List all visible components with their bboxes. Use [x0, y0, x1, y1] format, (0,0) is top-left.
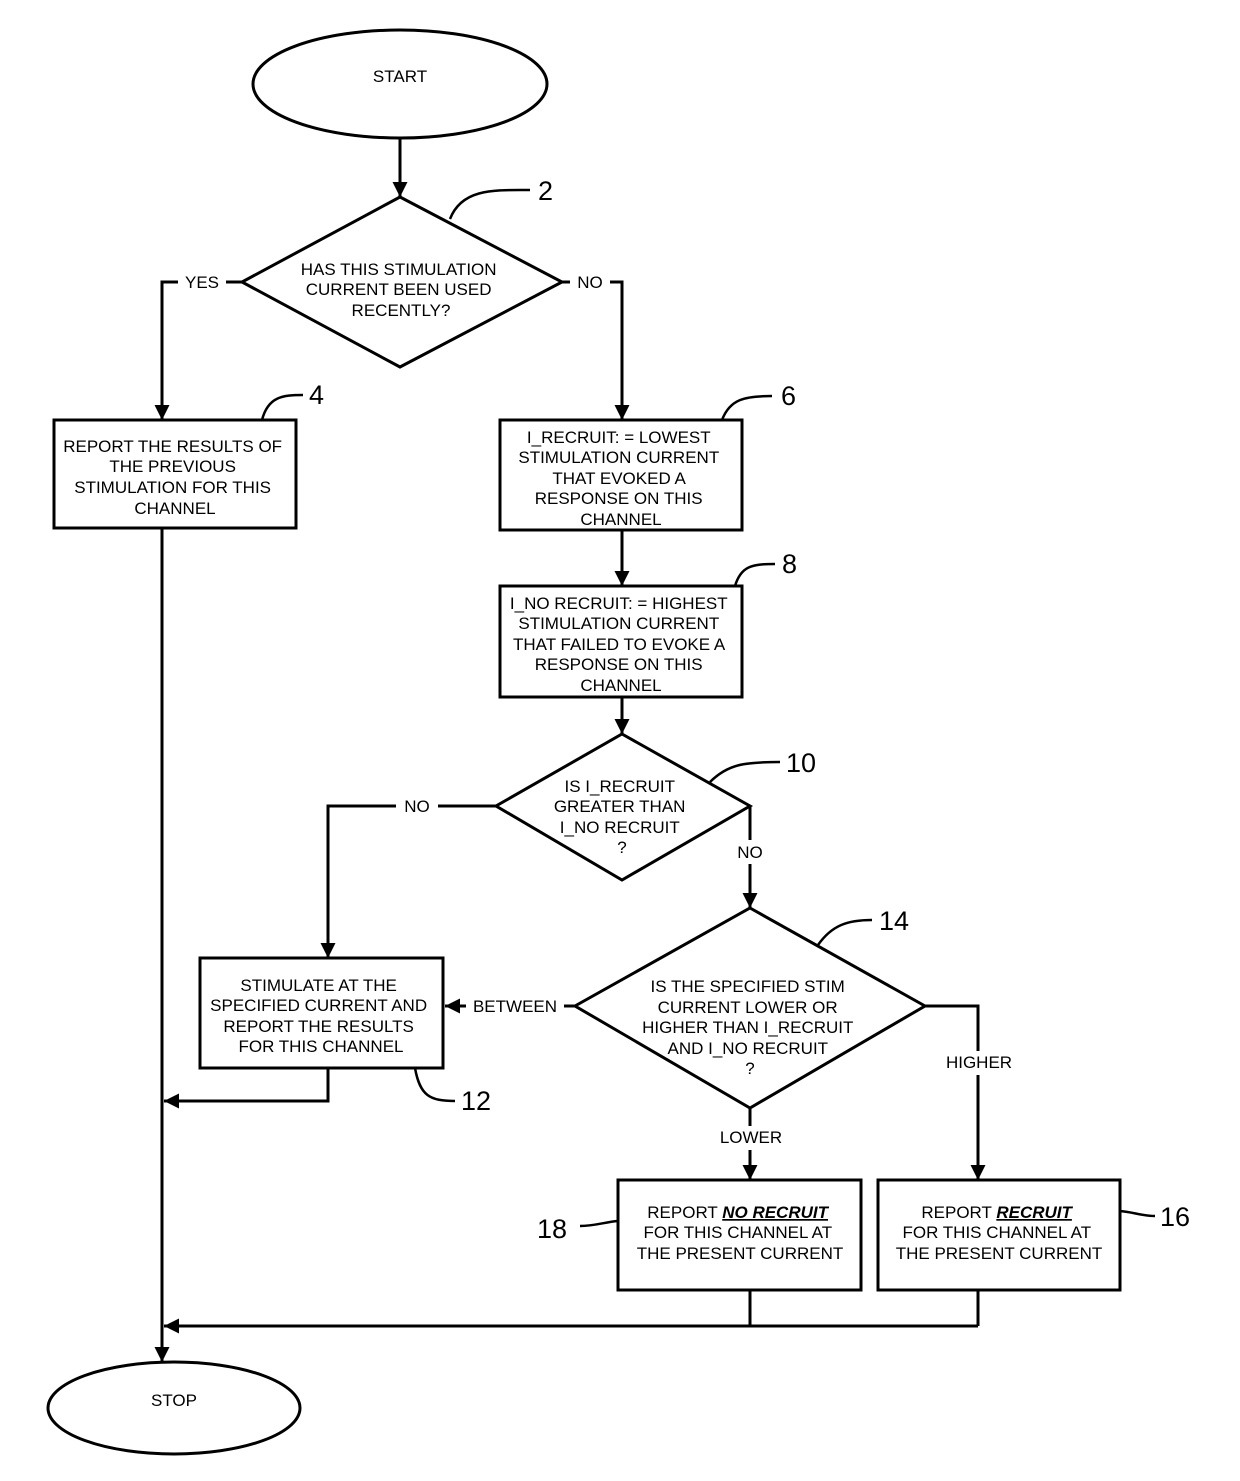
ref-16: 16: [1160, 1202, 1190, 1232]
decision-2-line-2: CURRENT BEEN USED: [306, 280, 492, 299]
ref-18: 18: [537, 1214, 567, 1244]
box-18-line-2: FOR THIS CHANNEL AT: [643, 1223, 831, 1242]
stop-label: STOP: [151, 1391, 197, 1410]
decision-14-line-5: ?: [745, 1059, 754, 1078]
leader-18: [580, 1221, 618, 1226]
ref-4: 4: [309, 380, 324, 410]
box-6-line-2: STIMULATION CURRENT: [518, 448, 719, 467]
box-6-line-3: THAT EVOKED A: [552, 469, 686, 488]
box-4-line-3: STIMULATION FOR THIS: [74, 478, 271, 497]
leader-12: [415, 1068, 455, 1101]
leader-6: [722, 396, 772, 420]
box-8-line-2: STIMULATION CURRENT: [518, 614, 719, 633]
box-8-line-5: CHANNEL: [580, 676, 661, 695]
decision-10-line-1: IS I_RECRUIT: [565, 777, 675, 796]
decision-10-line-4: ?: [617, 838, 626, 857]
leader-16: [1120, 1211, 1155, 1216]
box-12-line-3: REPORT THE RESULTS: [223, 1017, 414, 1036]
ref-10: 10: [786, 748, 816, 778]
ref-12: 12: [461, 1086, 491, 1116]
box-8-line-3: THAT FAILED TO EVOKE A: [513, 635, 726, 654]
stop-line-1: STOP: [151, 1391, 197, 1410]
node-labels: START HAS THIS STIMULATION CURRENT BEEN …: [63, 67, 1102, 1410]
box-8-line-4: RESPONSE ON THIS: [535, 655, 703, 674]
box-18-line-1: REPORT NO RECRUIT: [647, 1203, 829, 1222]
leader-2: [450, 190, 530, 219]
box-6-line-5: CHANNEL: [580, 510, 661, 529]
box-18-prefix: REPORT: [647, 1203, 722, 1222]
box-16-line-1: REPORT RECRUIT: [921, 1203, 1073, 1222]
ref-8: 8: [782, 549, 797, 579]
box-4-line-2: THE PREVIOUS: [109, 457, 236, 476]
box-16-line-3: THE PRESENT CURRENT: [896, 1244, 1103, 1263]
box-16-emphasis: RECRUIT: [996, 1203, 1073, 1222]
edge-d2-yes-to-b4: [162, 282, 242, 420]
box-4-line-1: REPORT THE RESULTS OF: [63, 437, 282, 456]
decision-2-line-1: HAS THIS STIMULATION: [301, 260, 497, 279]
box-4-line-4: CHANNEL: [134, 499, 215, 518]
box-18-emphasis: NO RECRUIT: [722, 1203, 829, 1222]
leader-8: [735, 564, 775, 586]
box-12-line-4: FOR THIS CHANNEL: [239, 1037, 404, 1056]
start-label: START: [373, 67, 427, 86]
edge-label-no-d2: NO: [577, 273, 603, 292]
edge-label-higher: HIGHER: [946, 1053, 1012, 1072]
box-16-label: REPORT RECRUIT FOR THIS CHANNEL AT THE P…: [896, 1203, 1103, 1263]
ref-6: 6: [781, 381, 796, 411]
decision-14-line-2: CURRENT LOWER OR: [658, 998, 838, 1017]
leader-10: [710, 762, 780, 782]
box-6-line-4: RESPONSE ON THIS: [535, 489, 703, 508]
box-12-line-1: STIMULATE AT THE: [240, 976, 397, 995]
box-8-line-1: I_NO RECRUIT: = HIGHEST: [510, 594, 727, 613]
decision-10-line-3: I_NO RECRUIT: [560, 818, 680, 837]
start-line-1: START: [373, 67, 427, 86]
decision-14-line-4: AND I_NO RECRUIT: [668, 1039, 828, 1058]
edge-label-no-down: NO: [737, 843, 763, 862]
edge-d2-no-to-b6: [562, 282, 622, 420]
connector-lines: [162, 138, 978, 1362]
decision-14-line-1: IS THE SPECIFIED STIM: [650, 977, 844, 996]
leader-14: [818, 920, 872, 945]
edge-label-between: BETWEEN: [473, 997, 557, 1016]
decision-2-line-3: RECENTLY?: [352, 301, 451, 320]
edge-label-no-left: NO: [404, 797, 430, 816]
leader-4: [262, 395, 303, 420]
edge-d14-higher-to-b16: [925, 1006, 978, 1180]
edge-b12-to-main: [164, 1068, 328, 1101]
box-12-line-2: SPECIFIED CURRENT AND: [210, 996, 427, 1015]
edge-d10-no-to-b12: [328, 806, 496, 958]
box-16-prefix: REPORT: [921, 1203, 996, 1222]
decision-14-line-3: HIGHER THAN I_RECRUIT: [642, 1018, 853, 1037]
decision-10-line-2: GREATER THAN: [554, 797, 686, 816]
edge-label-yes: YES: [185, 273, 219, 292]
edge-label-lower: LOWER: [720, 1128, 782, 1147]
ref-14: 14: [879, 906, 909, 936]
box-16-line-2: FOR THIS CHANNEL AT: [902, 1223, 1090, 1242]
ref-2: 2: [538, 176, 553, 206]
box-18-label: REPORT NO RECRUIT FOR THIS CHANNEL AT TH…: [637, 1203, 844, 1263]
box-6-line-1: I_RECRUIT: = LOWEST: [527, 428, 710, 447]
box-18-line-3: THE PRESENT CURRENT: [637, 1244, 844, 1263]
